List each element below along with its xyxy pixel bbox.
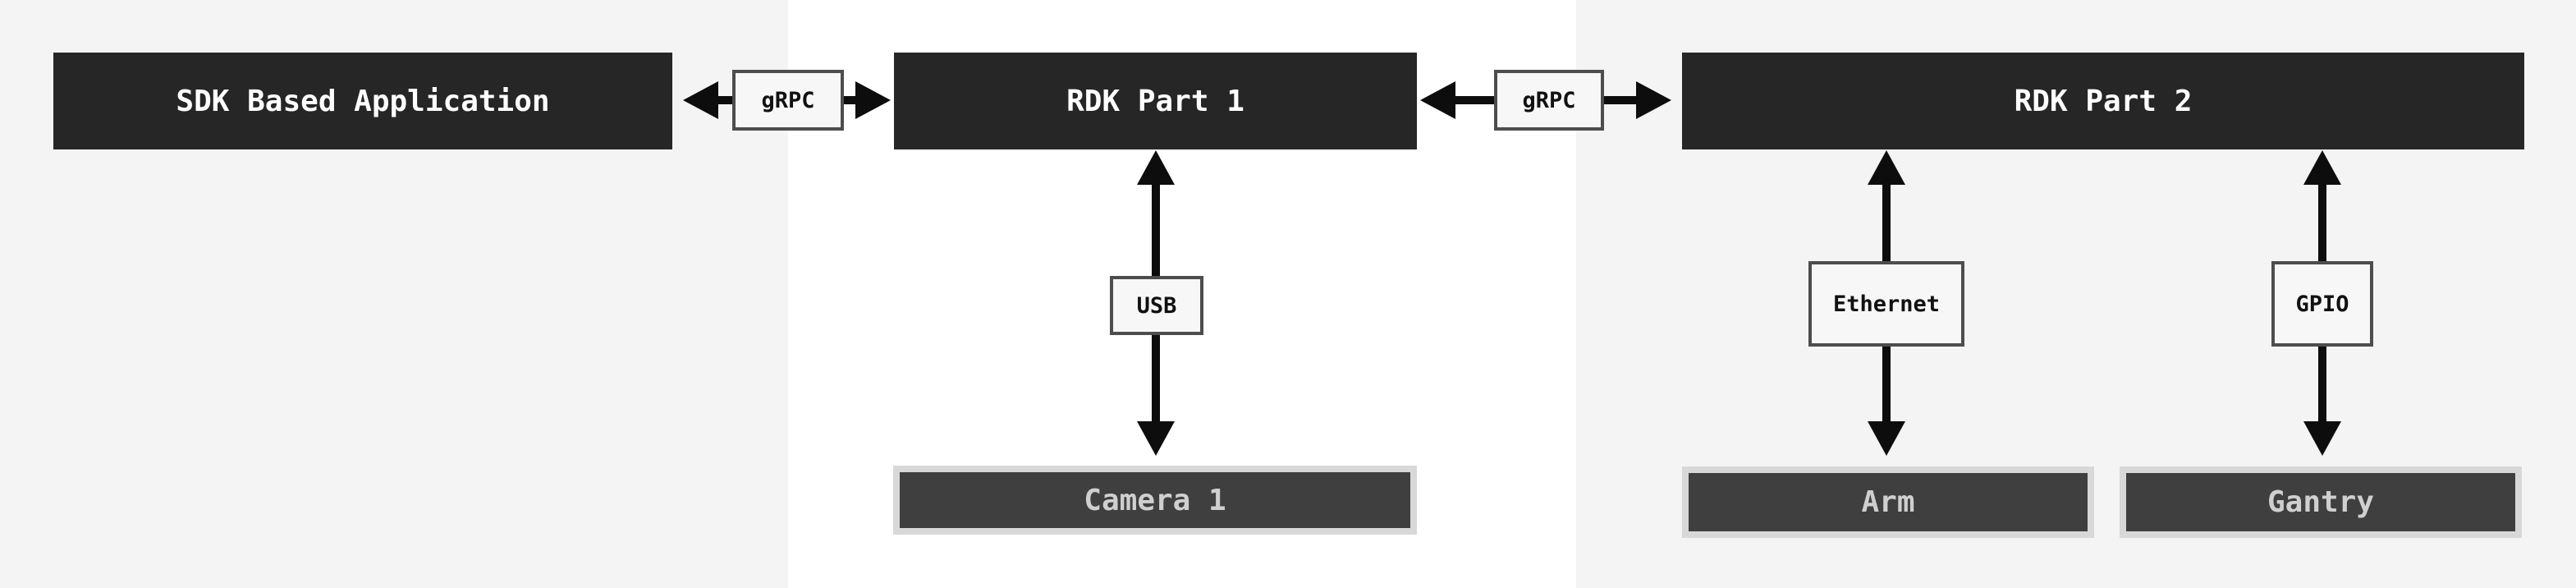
connector-label-text: gRPC bbox=[761, 87, 815, 113]
arrowhead-left bbox=[683, 81, 718, 119]
arrowhead-down bbox=[1137, 421, 1175, 456]
device-inner: Camera 1 bbox=[900, 472, 1410, 528]
connector-label-text: gRPC bbox=[1522, 87, 1576, 113]
arrowhead-right bbox=[1636, 81, 1671, 119]
node-label: RDK Part 1 bbox=[1066, 84, 1244, 118]
node-sdk-based-application: SDK Based Application bbox=[53, 53, 672, 149]
connector-label-text: USB bbox=[1136, 292, 1177, 319]
node-rdk-part-1: RDK Part 1 bbox=[894, 53, 1417, 149]
connector-label-text: GPIO bbox=[2295, 291, 2349, 317]
node-label: SDK Based Application bbox=[176, 84, 550, 118]
arrowhead-up bbox=[1137, 150, 1175, 185]
node-label: RDK Part 2 bbox=[2014, 84, 2193, 118]
node-label: Arm bbox=[1861, 485, 1915, 519]
connector-line bbox=[1454, 96, 1497, 104]
arrowhead-right bbox=[855, 81, 891, 119]
connector-line bbox=[842, 96, 859, 104]
arrowhead-up bbox=[2303, 150, 2341, 185]
connector-line bbox=[1602, 96, 1639, 104]
connector-line bbox=[1882, 183, 1891, 263]
connector-line bbox=[1882, 345, 1891, 422]
device-inner: Arm bbox=[1689, 473, 2088, 531]
connector-label-grpc-1: gRPC bbox=[732, 70, 844, 131]
node-label: Camera 1 bbox=[1084, 483, 1226, 517]
connector-label-grpc-2: gRPC bbox=[1494, 70, 1604, 131]
connector-label-text: Ethernet bbox=[1832, 291, 1941, 317]
connector-line bbox=[2318, 183, 2326, 263]
arrowhead-up bbox=[1868, 150, 1905, 185]
node-camera-1: Camera 1 bbox=[893, 466, 1417, 535]
device-inner: Gantry bbox=[2126, 473, 2515, 531]
connector-label-usb: USB bbox=[1110, 276, 1203, 335]
connector-line bbox=[1152, 333, 1160, 422]
arrowhead-down bbox=[1868, 421, 1905, 456]
connector-label-gpio: GPIO bbox=[2271, 261, 2373, 347]
node-label: Gantry bbox=[2267, 485, 2375, 519]
connector-line bbox=[1152, 183, 1160, 278]
arrowhead-down bbox=[2303, 421, 2341, 456]
node-rdk-part-2: RDK Part 2 bbox=[1682, 53, 2524, 149]
connector-line bbox=[716, 96, 734, 104]
node-arm: Arm bbox=[1682, 466, 2094, 538]
connector-label-ethernet: Ethernet bbox=[1808, 261, 1964, 347]
connector-line bbox=[2318, 345, 2326, 422]
arrowhead-left bbox=[1420, 81, 1455, 119]
node-gantry: Gantry bbox=[2120, 466, 2522, 538]
